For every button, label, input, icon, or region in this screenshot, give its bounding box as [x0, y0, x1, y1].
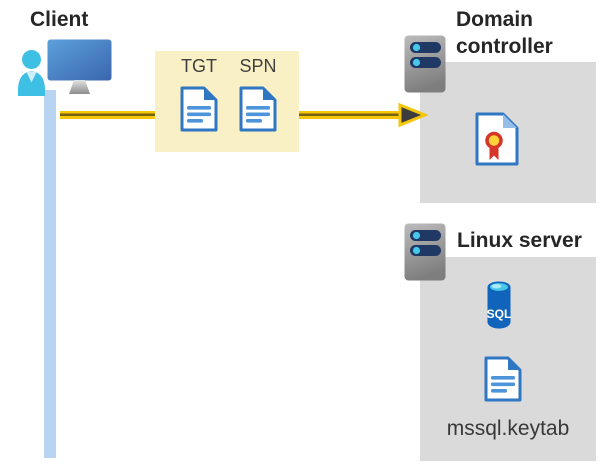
spn-label: SPN: [239, 56, 277, 76]
sql-cylinder-body-shape: [487, 287, 511, 329]
sql-database-icon: SQL: [487, 281, 512, 329]
certificate-icon: [475, 112, 519, 166]
keytab-document-icon: [482, 356, 524, 402]
client-computer-user-icon: [18, 39, 112, 96]
client-label: Client: [30, 8, 89, 31]
certificate-ribbon-shape: [489, 148, 499, 160]
certificate-seal-shape: [485, 131, 503, 150]
tgt-label: TGT: [181, 56, 217, 76]
person-head-shape: [22, 50, 41, 69]
person-collar-shape: [26, 72, 37, 83]
monitor-stand-shape: [69, 80, 90, 94]
linux-server-label: Linux server: [457, 229, 582, 252]
certificate-fold-shape: [503, 114, 517, 128]
server-icon: [403, 222, 447, 282]
spn-document-icon: [237, 86, 279, 132]
client-lifeline: [44, 90, 56, 458]
keytab-filename-label: mssql.keytab: [446, 417, 570, 440]
sql-cylinder-highlight-shape: [491, 284, 502, 289]
domain-controller-label: Domain controller: [456, 8, 553, 58]
server-icon: [403, 34, 447, 94]
tgt-document-icon: [178, 86, 220, 132]
sql-label: SQL: [487, 307, 512, 321]
person-body-shape: [18, 71, 45, 96]
arrow-right-icon: [398, 102, 428, 128]
ticket-box: TGT SPN: [155, 51, 299, 152]
monitor-shape: [47, 39, 112, 81]
